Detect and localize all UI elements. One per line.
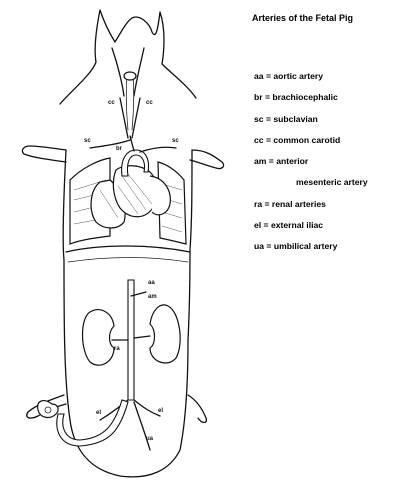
label-ua: ua	[146, 436, 154, 442]
label-cc-left: cc	[108, 100, 115, 106]
external-iliac-right	[133, 399, 161, 417]
legend-item: el = external iliac	[254, 220, 324, 231]
legend-item: sc = subclavian	[254, 113, 318, 124]
legend-item: ua = umbilical artery	[254, 241, 338, 252]
legend-item: cc = common carotid	[254, 134, 341, 145]
common-carotid-right	[131, 97, 141, 139]
legend-item: ra = renal arteries	[254, 198, 326, 209]
legend-item: br = brachiocephalic	[254, 92, 338, 103]
legend-item: aa = aortic artery	[254, 71, 324, 81]
subclavian-right	[139, 146, 177, 153]
right-lung	[149, 175, 171, 216]
renal-artery-right	[133, 335, 151, 339]
label-el-left: el	[96, 410, 101, 416]
label-am: am	[148, 294, 157, 300]
umbilical-artery-right	[133, 401, 151, 451]
legend-item: am = anterior	[254, 156, 309, 167]
right-kidney	[149, 304, 181, 364]
label-br: br	[116, 146, 123, 152]
label-el-right: el	[158, 408, 163, 414]
left-foreleg	[21, 145, 67, 163]
thoracic-wall-right	[157, 161, 187, 245]
brachiocephalic	[129, 135, 135, 152]
aortic-arch	[121, 149, 150, 177]
right-hindleg	[187, 394, 208, 424]
diaphragm-fold	[67, 257, 189, 263]
label-cc-right: cc	[146, 100, 153, 106]
left-kidney	[81, 309, 115, 366]
legend-item-continuation: mesenteric artery	[296, 177, 368, 188]
body-outline	[59, 9, 197, 105]
common-carotid-left	[119, 97, 129, 139]
label-ra: ra	[114, 346, 120, 352]
right-foreleg	[189, 149, 225, 170]
label-sc-right: sc	[172, 138, 179, 144]
dorsal-aorta	[127, 279, 135, 401]
umbilical-artery	[56, 399, 129, 447]
legend: aa = aortic artery br = brachiocephalic …	[254, 70, 368, 262]
anterior-mesenteric	[130, 291, 147, 297]
label-sc-left: sc	[84, 138, 91, 144]
neck-outline	[111, 47, 145, 97]
umbilical-cord	[37, 400, 59, 419]
torso-outline	[62, 149, 193, 478]
diagram-title: Arteries of the Fetal Pig	[252, 13, 354, 23]
larynx	[123, 71, 137, 81]
cord-vessel	[44, 406, 52, 414]
trachea	[125, 73, 135, 131]
diaphragm	[65, 245, 191, 253]
label-aa: aa	[148, 280, 155, 286]
subclavian-left	[89, 139, 131, 149]
